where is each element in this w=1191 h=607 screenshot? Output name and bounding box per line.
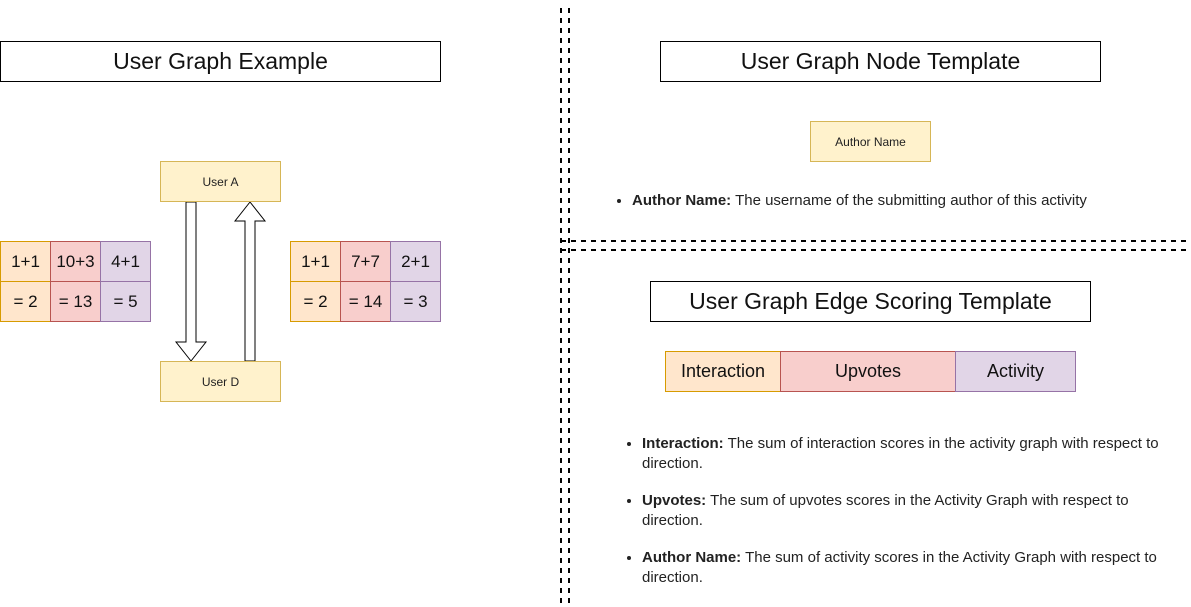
edge-segment-activity: Activity — [955, 351, 1076, 392]
node-user-d[interactable]: User D — [160, 361, 281, 402]
edge-template-bullets: Interaction: The sum of interaction scor… — [624, 434, 1182, 605]
bullet-description: The sum of interaction scores in the act… — [642, 435, 1159, 472]
bullet-description: The username of the submitting author of… — [735, 192, 1087, 209]
left-upvotes-expression: 10+3 — [50, 241, 101, 282]
example-title: User Graph Example — [0, 41, 441, 82]
left-activity-total: = 5 — [100, 281, 151, 322]
left-activity-expression: 4+1 — [100, 241, 151, 282]
edge-segment-upvotes: Upvotes — [780, 351, 956, 392]
bullet-description: The sum of activity scores in the Activi… — [642, 549, 1157, 586]
bullet-term: Author Name: — [642, 549, 742, 566]
edge-template-bullet: Interaction: The sum of interaction scor… — [642, 434, 1182, 474]
node-template-title: User Graph Node Template — [660, 41, 1101, 82]
edge-template-title: User Graph Edge Scoring Template — [650, 281, 1091, 322]
left-interaction-total: = 2 — [0, 281, 51, 322]
bullet-term: Upvotes: — [642, 492, 707, 509]
node-template-bullets: Author Name: The username of the submitt… — [614, 191, 1191, 228]
horizontal-divider — [561, 240, 1191, 251]
right-upvotes-total: = 14 — [340, 281, 391, 322]
bullet-term: Author Name: — [632, 192, 732, 209]
arrow-a-to-d — [174, 201, 208, 362]
right-activity-expression: 2+1 — [390, 241, 441, 282]
edge-template-bullet: Upvotes: The sum of upvotes scores in th… — [642, 491, 1182, 531]
bullet-term: Interaction: — [642, 435, 724, 452]
bullet-description: The sum of upvotes scores in the Activit… — [642, 492, 1129, 529]
node-template-bullet: Author Name: The username of the submitt… — [632, 191, 1191, 211]
right-upvotes-expression: 7+7 — [340, 241, 391, 282]
vertical-divider — [560, 8, 570, 607]
right-activity-total: = 3 — [390, 281, 441, 322]
left-interaction-expression: 1+1 — [0, 241, 51, 282]
node-user-a[interactable]: User A — [160, 161, 281, 202]
left-upvotes-total: = 13 — [50, 281, 101, 322]
edge-segment-interaction: Interaction — [665, 351, 781, 392]
right-interaction-total: = 2 — [290, 281, 341, 322]
arrow-d-to-a — [233, 201, 267, 362]
right-interaction-expression: 1+1 — [290, 241, 341, 282]
node-template-author-name[interactable]: Author Name — [810, 121, 931, 162]
edge-template-bullet: Author Name: The sum of activity scores … — [642, 548, 1182, 588]
